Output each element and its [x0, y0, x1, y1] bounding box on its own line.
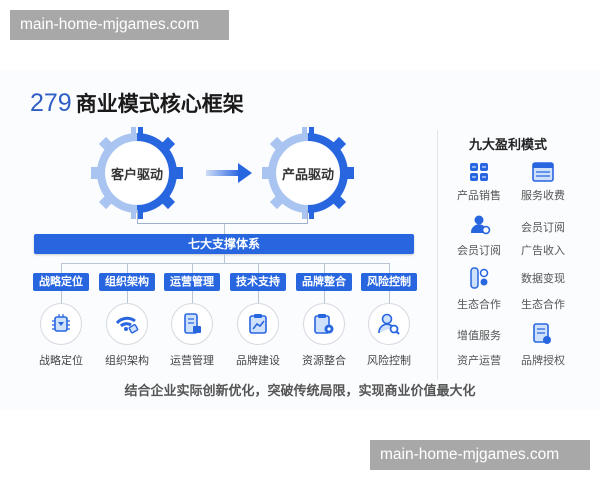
profit-item-brand-licensing: 品牌授权 [521, 354, 565, 367]
pillar-brand: 品牌整合 [296, 273, 352, 291]
gear-icon [91, 127, 183, 219]
connector-line [127, 291, 128, 303]
connector-line [258, 291, 259, 303]
user-search-icon [378, 313, 400, 335]
connector-line [324, 263, 325, 273]
pillar-risk: 风险控制 [361, 273, 417, 291]
support-item-brand-building [237, 303, 279, 345]
profit-item-membership-right: 会员订阅 [521, 221, 565, 234]
profit-item-asset-operation: 资产运营 [457, 354, 501, 367]
pillar-strategy: 战略定位 [33, 273, 89, 291]
chip-icon [52, 314, 70, 332]
toggle-icon [470, 267, 489, 289]
chart-clipboard-icon [249, 314, 267, 334]
wifi-tag-icon [115, 316, 139, 334]
connector-line [192, 263, 193, 273]
support-item-strategy [40, 303, 82, 345]
document-icon [533, 323, 551, 344]
pillar-technology: 技术支持 [230, 273, 286, 291]
arrow-right-icon [206, 163, 252, 183]
connector-line [192, 291, 193, 303]
watermark-top: main-home-mjgames.com [10, 10, 229, 40]
support-system-bar: 七大支撑体系 [34, 234, 414, 254]
connector-line [389, 291, 390, 303]
profit-item-ecosystem-right: 生态合作 [521, 298, 565, 311]
connector-line [61, 263, 62, 273]
profit-item-membership: 会员订阅 [457, 244, 501, 257]
support-item-risk [368, 303, 410, 345]
support-item-label: 运营管理 [170, 354, 214, 367]
connector-line [224, 224, 225, 234]
connector-line [258, 263, 259, 273]
profit-item-data-monetization: 数据变现 [521, 272, 565, 285]
profit-item-ecosystem: 生态合作 [457, 298, 501, 311]
driver-connector [137, 210, 308, 224]
connector-line [224, 254, 225, 263]
support-item-operations [171, 303, 213, 345]
connector-line [324, 291, 325, 303]
connector-line [61, 263, 390, 264]
support-item-label: 风险控制 [367, 354, 411, 367]
profit-item-value-added: 增值服务 [457, 329, 501, 342]
clipboard-phone-icon [184, 313, 201, 334]
panel-divider [437, 130, 438, 380]
connector-line [61, 291, 62, 303]
support-item-label: 品牌建设 [236, 354, 280, 367]
watermark-bottom: main-home-mjgames.com [370, 440, 590, 470]
connector-line [127, 263, 128, 273]
title-text: 商业模式核心框架 [75, 92, 244, 116]
user-gear-icon [470, 215, 491, 235]
grid-icon [470, 163, 488, 181]
tagline: 结合企业实际创新优化，突破传统局限，实现商业价值最大化 [124, 384, 476, 399]
pillar-operations: 运营管理 [164, 273, 220, 291]
driver-label: 客户驱动 [110, 167, 163, 183]
pillar-organization: 组织架构 [99, 273, 155, 291]
support-item-label: 组织架构 [105, 354, 149, 367]
driver-gear-product: 产品驱动 [262, 127, 354, 219]
clipboard-gear-icon [314, 314, 334, 334]
browser-icon [532, 162, 554, 182]
profit-item-service-fees: 服务收费 [521, 189, 565, 202]
gear-icon [262, 127, 354, 219]
profit-models-title: 九大盈利模式 [468, 138, 547, 153]
connector-line [389, 263, 390, 273]
support-item-label: 资源整合 [302, 354, 346, 367]
driver-gear-customer: 客户驱动 [91, 127, 183, 219]
support-item-resources [303, 303, 345, 345]
support-item-label: 战略定位 [39, 354, 83, 367]
title-number: 279 [30, 89, 72, 117]
driver-label: 产品驱动 [281, 167, 334, 183]
profit-item-advertising: 广告收入 [521, 244, 565, 257]
support-item-organization [106, 303, 148, 345]
profit-item-product-sales: 产品销售 [457, 189, 501, 202]
